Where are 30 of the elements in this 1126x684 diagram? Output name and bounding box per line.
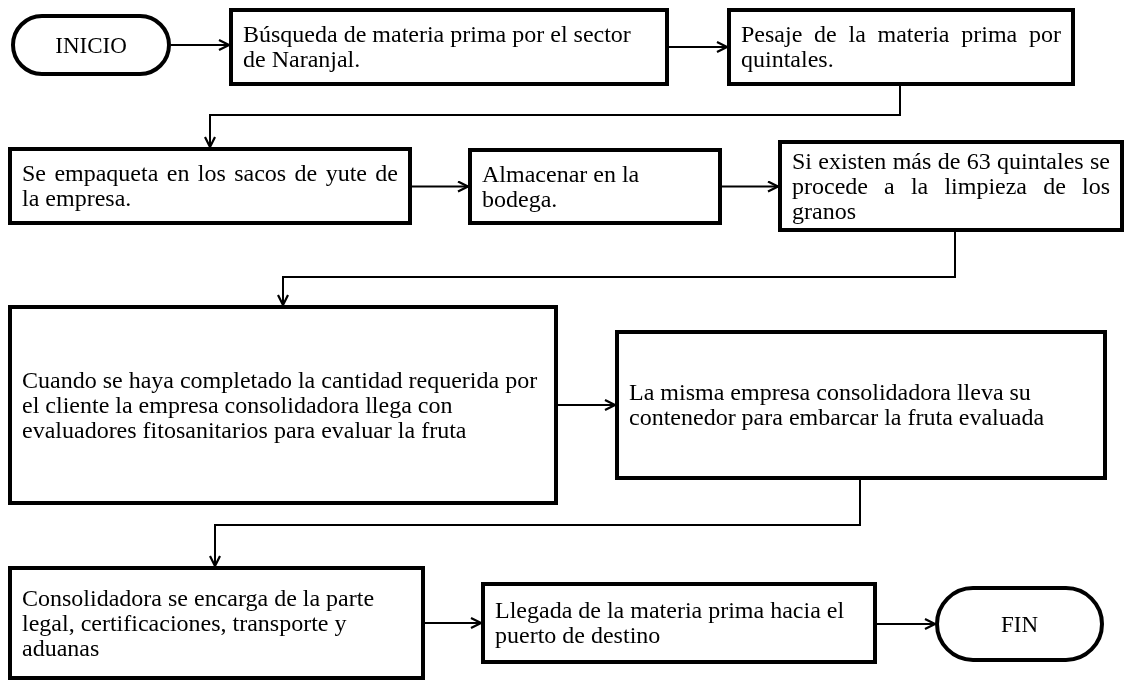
process-box — [778, 140, 1124, 232]
arrow — [170, 38, 231, 52]
step-text: Cuando se haya completado la cantidad requerida por el cliente la empresa consolidadora llega con evaluadores fitosanitarios para evaluar la fruta — [22, 367, 539, 443]
step-text: FIN — [999, 611, 1040, 637]
process-box — [615, 330, 1107, 480]
process-box — [468, 148, 722, 225]
step-text: Consolidadora se encarga de la parte legal, certificaciones, transporte y aduanas — [22, 585, 376, 661]
step-text: INICIO — [54, 32, 128, 58]
process-box — [8, 305, 558, 505]
arrow — [721, 180, 780, 193]
step-text: La misma empresa consolidadora lleva su contenedor para embarcar la fruta evaluada — [629, 380, 1046, 430]
process-box — [481, 582, 877, 664]
arrow — [557, 398, 617, 412]
process-box — [8, 147, 412, 225]
arrow — [208, 479, 861, 568]
arrow — [276, 231, 956, 307]
arrow — [424, 616, 483, 630]
process-box — [8, 566, 425, 680]
arrow — [411, 180, 470, 193]
step-text: Se empaqueta en los sacos de yute de la empresa. — [22, 161, 398, 211]
arrow — [203, 85, 901, 149]
step-text: Búsqueda de materia prima por el sector de Naranjal. — [243, 22, 632, 72]
step-text: Si existen más de 63 quintales se procede a la limpieza de los granos — [792, 148, 1110, 224]
process-box — [229, 8, 669, 86]
process-box — [727, 8, 1075, 86]
arrow — [876, 617, 937, 631]
step-text: Pesaje de la materia prima por quintales. — [741, 22, 1061, 72]
step-text: Llegada de la materia prima hacia el puerto de destino — [495, 598, 846, 648]
arrow — [668, 40, 729, 54]
step-text: Almacenar en la bodega. — [482, 161, 641, 212]
